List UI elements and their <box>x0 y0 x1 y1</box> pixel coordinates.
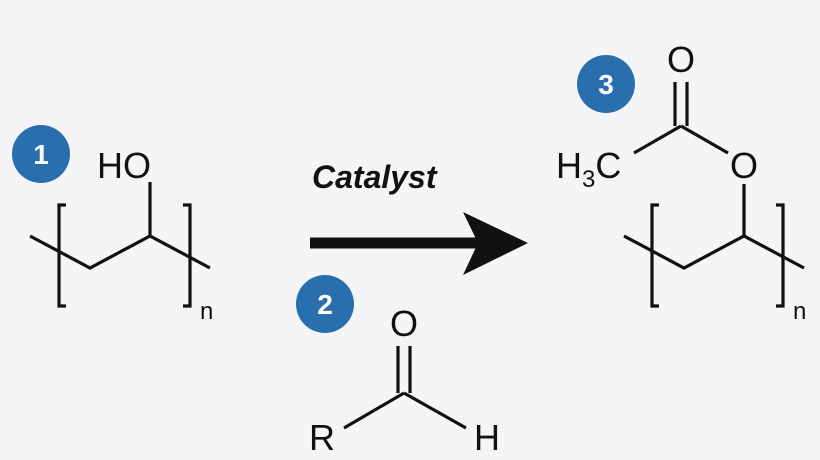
reactant-2-aldehyde: 2 O R H <box>296 275 500 458</box>
product-methyl-label: H3C <box>556 145 621 193</box>
badge-3 <box>577 55 635 113</box>
badge-3-label: 3 <box>598 69 614 100</box>
product-carbonyl-oxygen: O <box>667 39 695 80</box>
badge-1 <box>12 125 70 183</box>
reactant-1-polyvinyl-alcohol: 1 HO n <box>12 125 213 325</box>
badge-2 <box>296 275 354 333</box>
reaction-arrow-head <box>463 212 528 275</box>
reactant-1-left-bracket <box>57 203 66 308</box>
product-left-bracket <box>650 203 659 308</box>
product-polymer: 3 O H3C O n <box>556 39 806 325</box>
catalyst-label: Catalyst <box>312 159 438 195</box>
reactant-1-hydroxyl-label: HO <box>97 145 151 186</box>
reactant-2-carbonyl-oxygen: O <box>390 303 418 344</box>
product-repeat-subscript: n <box>793 298 806 325</box>
product-ester-oxygen: O <box>730 145 758 186</box>
product-methyl-bond <box>633 124 682 155</box>
product-methyl-c: C <box>595 145 621 186</box>
product-methyl-subscript: 3 <box>582 166 595 193</box>
product-backbone <box>623 234 805 270</box>
badge-1-label: 1 <box>33 139 49 170</box>
reactant-1-repeat-subscript: n <box>200 298 213 325</box>
reactant-1-backbone <box>29 234 211 270</box>
reactant-1-right-bracket <box>183 203 192 308</box>
product-methyl-h: H <box>556 145 582 186</box>
product-right-bracket <box>776 203 785 308</box>
reactant-2-r-bond <box>343 391 405 430</box>
reactant-2-hydrogen: H <box>474 417 500 458</box>
product-ester-bond <box>680 124 729 155</box>
reactant-2-r-group: R <box>309 417 335 458</box>
badge-2-label: 2 <box>317 289 333 320</box>
reactant-2-h-bond <box>403 391 467 430</box>
reaction-arrow-group: Catalyst <box>310 159 528 275</box>
